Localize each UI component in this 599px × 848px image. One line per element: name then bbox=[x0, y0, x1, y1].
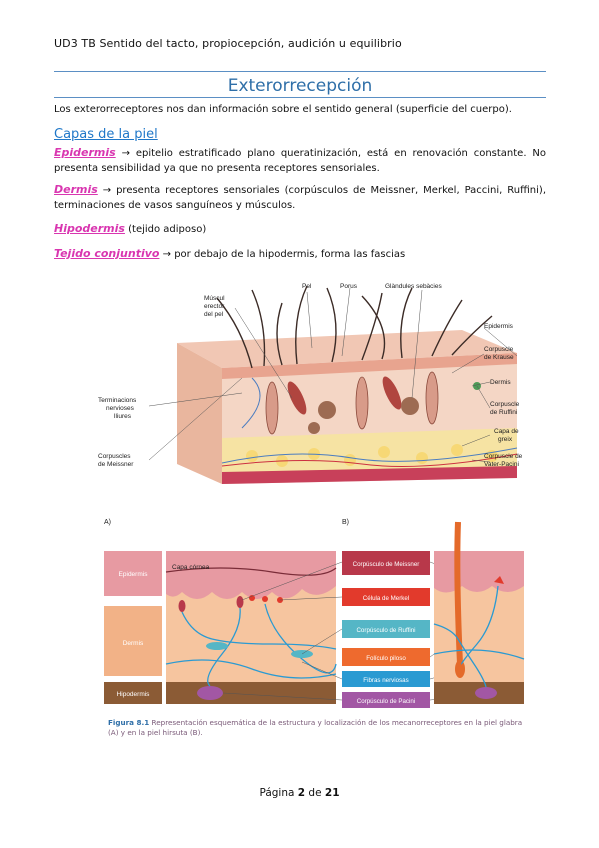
sebaceous-glands bbox=[308, 397, 419, 434]
hair-follicles bbox=[265, 371, 439, 435]
hair-shaft-b bbox=[454, 521, 463, 665]
label-dermis: Dermis bbox=[490, 379, 511, 386]
desc-dermis: → presenta receptores sensoriales (corpú… bbox=[54, 185, 546, 211]
footer-page-number: 2 bbox=[297, 787, 306, 799]
legend bbox=[342, 551, 430, 708]
section-title: Capas de la piel bbox=[54, 127, 158, 142]
term-tejido-conjuntivo: Tejido conjuntivo bbox=[54, 247, 160, 260]
legend-merkel: Célula de Merkel bbox=[363, 595, 409, 602]
skin-section-figure: Múscul erector del pel Pel Porus Glàndul… bbox=[98, 283, 523, 484]
label-meissner-2: de Meissner bbox=[98, 461, 134, 468]
panel-a-hypodermis bbox=[166, 682, 336, 704]
nerve-fibers-b bbox=[433, 585, 525, 688]
pacini-a bbox=[197, 686, 223, 700]
label-greix-1: Capa de bbox=[494, 428, 519, 435]
fat-layer bbox=[222, 428, 517, 476]
footer-page-total: 21 bbox=[324, 787, 340, 799]
meissner-a bbox=[178, 596, 244, 612]
desc-tejido-conjuntivo: → por debajo de la hipodermis, forma las… bbox=[159, 249, 406, 260]
item-epidermis: Epidermis → epitelio estratificado plano… bbox=[54, 145, 546, 176]
footer-prefix: Página bbox=[259, 787, 298, 799]
label-vater-2: Vater-Pacini bbox=[484, 461, 519, 468]
layer-epidermis-label: Epidermis bbox=[119, 571, 149, 578]
legend-foliculo: Folículo piloso bbox=[366, 655, 406, 662]
label-muscul-2: erector bbox=[204, 303, 225, 310]
caption-label: Figura 8.1 bbox=[108, 718, 150, 727]
term-hipodermis: Hipodermis bbox=[54, 222, 125, 235]
label-terminacions-3: lliures bbox=[114, 413, 132, 420]
label-muscul-3: del pel bbox=[204, 311, 224, 318]
figure-caption: Figura 8.1 Representación esquemática de… bbox=[108, 718, 528, 738]
layer-hipodermis-label: Hipodermis bbox=[117, 691, 151, 698]
skin-top-surface bbox=[177, 330, 517, 368]
mechanoreceptor-figure: A) B) Epidermis Dermis Hipodermis Capa c… bbox=[104, 519, 525, 708]
capa-cornea-label: Capa córnea bbox=[172, 564, 210, 571]
pacini-b bbox=[475, 687, 497, 699]
caption-text: Representación esquemática de la estruct… bbox=[108, 718, 523, 737]
label-vater-1: Corpuscle de bbox=[484, 453, 523, 460]
term-dermis: Dermis bbox=[54, 183, 98, 196]
footer-middle: de bbox=[305, 787, 325, 799]
label-glandules: Glàndules sebàcies bbox=[385, 283, 442, 290]
label-terminacions-2: nervioses bbox=[106, 405, 135, 412]
label-porus: Porus bbox=[340, 283, 358, 290]
label-meissner-1: Corpuscles bbox=[98, 453, 131, 460]
label-krause-1: Corpuscle bbox=[484, 346, 514, 353]
erector-muscles bbox=[287, 376, 402, 415]
panel-a-epidermis bbox=[166, 551, 336, 599]
item-hipodermis: Hipodermis (tejido adiposo) bbox=[54, 221, 546, 237]
box-epidermis bbox=[104, 551, 162, 596]
merkel-b bbox=[494, 576, 504, 584]
label-pel: Pel bbox=[302, 283, 312, 290]
legend-pacini: Corpúsculo de Pacini bbox=[357, 698, 415, 705]
layer-dermis-label: Dermis bbox=[123, 640, 144, 647]
label-krause-2: de Krause bbox=[484, 354, 514, 361]
panel-a-label: A) bbox=[104, 519, 111, 526]
label-muscul-1: Múscul bbox=[204, 295, 225, 302]
page-title: Exterorrecepción bbox=[227, 76, 373, 96]
label-epidermis: Epidermis bbox=[484, 323, 514, 330]
item-tejido-conjuntivo: Tejido conjuntivo → por debajo de la hip… bbox=[54, 246, 546, 262]
hair-follicle-b bbox=[455, 660, 465, 678]
legend-ruffini: Corpúsculo de Ruffini bbox=[356, 627, 415, 634]
page-footer: Página 2 de 21 bbox=[0, 787, 599, 799]
leader-lines bbox=[148, 287, 518, 463]
intro-text: Los exterorreceptores nos dan informació… bbox=[54, 104, 512, 115]
blood-vessels bbox=[221, 377, 518, 464]
legend-fibras: Fibras nerviosas bbox=[363, 677, 408, 684]
label-greix-2: greix bbox=[498, 436, 513, 443]
label-ruffini-2: de Ruffini bbox=[490, 409, 517, 416]
epidermis-band bbox=[222, 353, 517, 379]
desc-hipodermis: (tejido adiposo) bbox=[124, 224, 207, 235]
label-ruffini-1: Corpuscle bbox=[490, 401, 520, 408]
title-rule-top bbox=[54, 71, 546, 72]
box-dermis bbox=[104, 606, 162, 676]
label-terminacions-1: Terminacions bbox=[98, 397, 137, 404]
page-header: UD3 TB Sentido del tacto, propiocepción,… bbox=[54, 37, 402, 50]
legend-meissner: Corpúsculo de Meissner bbox=[353, 561, 420, 568]
title-rule-bottom bbox=[54, 97, 546, 98]
skin-left-face bbox=[177, 343, 222, 484]
term-epidermis: Epidermis bbox=[54, 146, 116, 159]
muscle-base bbox=[222, 466, 517, 484]
desc-epidermis: → epitelio estratificado plano queratini… bbox=[54, 148, 546, 174]
nerve-fibers-a bbox=[165, 603, 337, 687]
panel-b-epidermis bbox=[434, 551, 524, 593]
panel-b-label: B) bbox=[342, 519, 349, 526]
box-hipodermis bbox=[104, 682, 162, 704]
hairs bbox=[216, 285, 493, 369]
item-dermis: Dermis → presenta receptores sensoriales… bbox=[54, 182, 546, 213]
